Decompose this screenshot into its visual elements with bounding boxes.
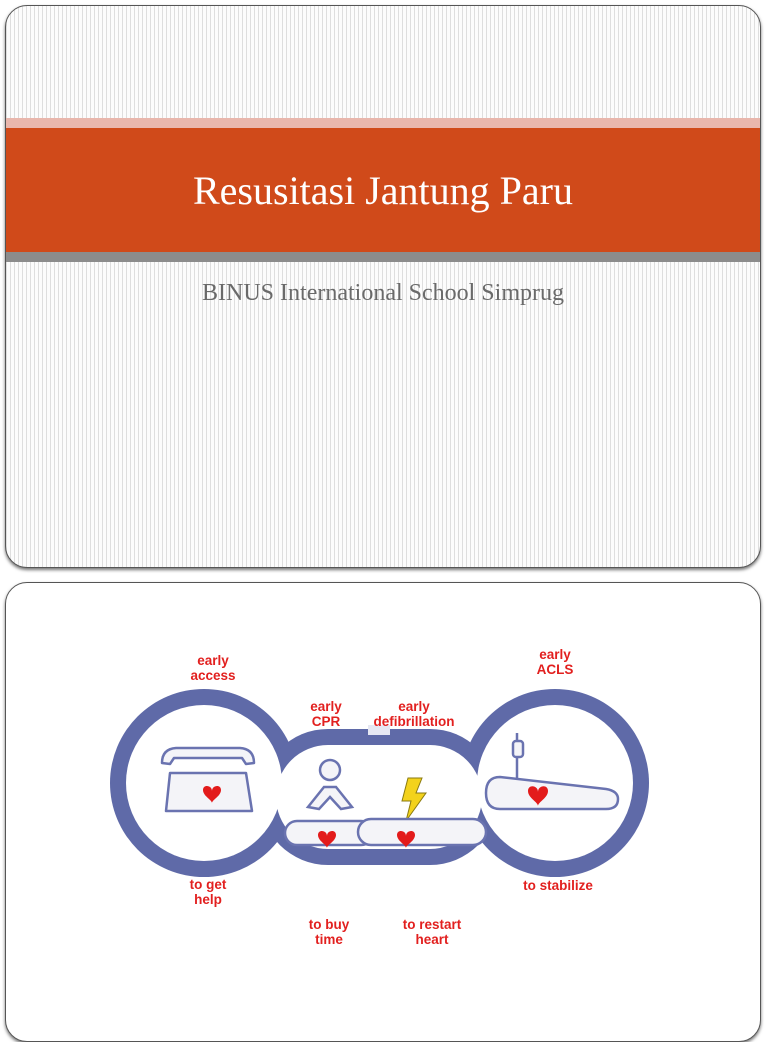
label-early-acls-line2: ACLS <box>537 662 574 677</box>
heart-icon <box>318 830 336 848</box>
label-early-defib-line2: defibrillation <box>374 714 455 729</box>
chain-highlight <box>368 725 390 735</box>
label-to-buy-time-line2: time <box>315 932 343 947</box>
telephone-icon <box>160 746 256 813</box>
label-early-access-line1: early <box>197 653 229 668</box>
title-band-accent <box>6 118 760 128</box>
label-early-cpr-line1: early <box>310 699 342 714</box>
label-to-stabilize: to stabilize <box>523 878 593 893</box>
heart-icon <box>203 785 221 803</box>
label-to-get-help-line1: to get <box>190 877 227 892</box>
label-to-buy-time-line1: to buy <box>309 917 350 932</box>
title-band <box>6 128 760 252</box>
chain-of-survival-slide[interactable]: early access early CPR early defibrillat… <box>5 582 761 1042</box>
slide-title: Resusitasi Jantung Paru <box>193 167 573 213</box>
label-to-get-help-line2: help <box>194 892 222 907</box>
lightning-bolt-icon <box>401 777 427 822</box>
label-to-restart-heart-line2: heart <box>415 932 449 947</box>
label-early-access-line2: access <box>190 668 235 683</box>
patient-lying-icon <box>356 817 488 847</box>
label-early-cpr-line2: CPR <box>312 714 341 729</box>
heart-icon <box>528 786 548 806</box>
title-slide[interactable]: Resusitasi Jantung Paru BINUS Internatio… <box>5 5 761 568</box>
title-band-shadow <box>6 252 760 262</box>
heart-icon <box>397 830 415 848</box>
patient-lying-icon <box>484 775 620 811</box>
label-early-defib-line1: early <box>398 699 430 714</box>
chain-of-survival-diagram: early access early CPR early defibrillat… <box>110 647 649 947</box>
slide-subtitle: BINUS International School Simprug <box>202 280 564 306</box>
cpr-rescuer-icon <box>305 758 355 811</box>
label-to-restart-heart-line1: to restart <box>403 917 462 932</box>
label-early-acls-line1: early <box>539 647 571 662</box>
